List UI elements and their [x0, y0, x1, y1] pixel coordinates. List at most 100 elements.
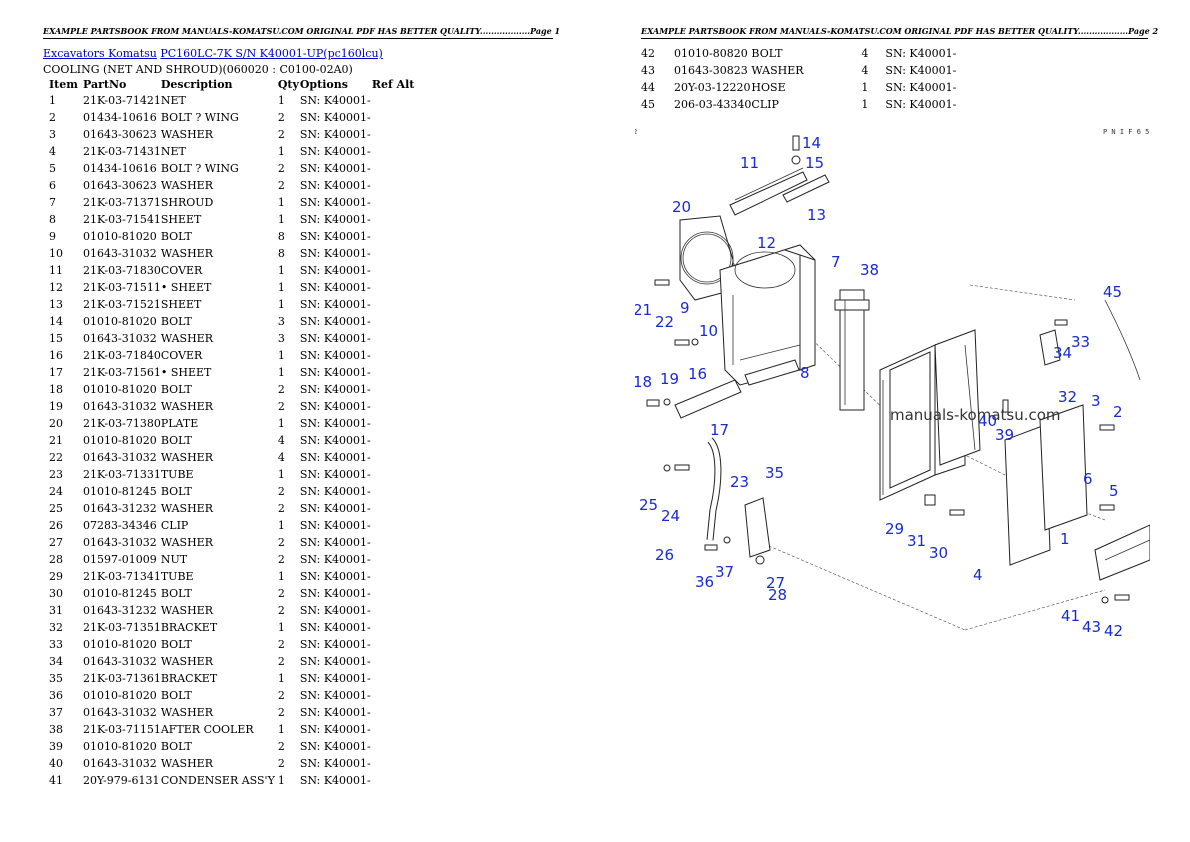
- part-quantity: 1: [277, 196, 285, 209]
- plate-20: [679, 215, 734, 301]
- part-number: 21K-03-71351: [83, 621, 161, 634]
- part-ref-alt: [372, 466, 415, 483]
- part-description: BOLT: [160, 434, 192, 447]
- part-description: SHEET: [160, 213, 202, 226]
- callout-42: 42: [1104, 622, 1123, 640]
- item-number: 18: [49, 383, 63, 396]
- part-options: SN: K40001-: [299, 128, 371, 141]
- part-description: CONDENSER ASS'Y: [160, 774, 275, 787]
- item-number: 39: [49, 740, 63, 753]
- part-options: SN: K40001-: [299, 451, 371, 464]
- breadcrumb: Excavators Komatsu PC160LC-7K S/N K40001…: [43, 47, 383, 60]
- part-options: SN: K40001-: [299, 111, 371, 124]
- part-number: 21K-03-71840: [83, 349, 161, 362]
- callout-31: 31: [907, 532, 926, 550]
- part-quantity: 2: [277, 587, 285, 600]
- item-number: 20: [49, 417, 63, 430]
- parts-table: Item PartNo Description Qty Options Ref …: [43, 76, 414, 789]
- part-description: WASHER: [160, 179, 213, 192]
- item-number: 4: [49, 145, 56, 158]
- part-description: WASHER: [160, 451, 213, 464]
- item-number: 5: [49, 162, 56, 175]
- item-number: 13: [49, 298, 63, 311]
- part-quantity: 1: [277, 281, 285, 294]
- part-options: SN: K40001-: [299, 162, 371, 175]
- part-number: 21K-03-71151: [83, 723, 161, 736]
- column-header-description: Description: [160, 77, 233, 91]
- part-number: 01643-31032: [83, 400, 157, 413]
- part-description: BOLT: [160, 383, 192, 396]
- part-options: SN: K40001-: [885, 64, 957, 77]
- item-number: 31: [49, 604, 63, 617]
- part-options: SN: K40001-: [299, 689, 371, 702]
- part-number: 01643-31032: [83, 655, 157, 668]
- callout-21: 21: [635, 301, 652, 319]
- part-number: 20Y-979-6131: [83, 774, 160, 787]
- item-number: 36: [49, 689, 63, 702]
- radiator-core: [879, 329, 981, 501]
- part-options: SN: K40001-: [299, 638, 371, 651]
- part-description: WASHER: [160, 332, 213, 345]
- breadcrumb-link-model[interactable]: PC160LC-7K S/N K40001-UP(pc160lcu): [160, 47, 383, 60]
- part-quantity: 4: [861, 64, 869, 77]
- part-options: SN: K40001-: [299, 332, 371, 345]
- part-description: SHROUD: [160, 196, 214, 209]
- callout-18: 18: [635, 373, 652, 391]
- part-ref-alt: [372, 313, 415, 330]
- part-options: SN: K40001-: [299, 366, 371, 379]
- part-description: CLIP: [751, 98, 779, 111]
- part-number: 01010-81020: [83, 230, 157, 243]
- part-options: SN: K40001-: [299, 757, 371, 770]
- part-quantity: 1: [277, 570, 285, 583]
- part-options: SN: K40001-: [299, 298, 371, 311]
- breadcrumb-link-category[interactable]: Excavators Komatsu: [43, 47, 157, 60]
- part-number: 21K-03-71371: [83, 196, 161, 209]
- part-description: COVER: [160, 264, 203, 277]
- part-ref-alt: [957, 62, 997, 79]
- item-number: 32: [49, 621, 63, 634]
- part-number: 21K-03-71431: [83, 145, 161, 158]
- part-ref-alt: [372, 449, 415, 466]
- parts-page-1: EXAMPLE PARTSBOOK FROM MANUALS-KOMATSU.C…: [43, 26, 560, 789]
- item-number: 42: [641, 47, 655, 60]
- part-options: SN: K40001-: [299, 570, 371, 583]
- callout-6: 6: [1083, 470, 1093, 488]
- part-description: TUBE: [160, 570, 194, 583]
- part-options: SN: K40001-: [299, 774, 371, 787]
- part-quantity: 2: [277, 655, 285, 668]
- part-options: SN: K40001-: [299, 740, 371, 753]
- part-description: WASHER: [160, 604, 213, 617]
- part-options: SN: K40001-: [299, 179, 371, 192]
- part-number: 01010-80820: [674, 47, 748, 60]
- part-quantity: 2: [277, 111, 285, 124]
- item-number: 14: [49, 315, 63, 328]
- parts-page-2: EXAMPLE PARTSBOOK FROM MANUALS-KOMATSU.C…: [595, 0, 1190, 842]
- part-options: SN: K40001-: [299, 417, 371, 430]
- callout-29: 29: [885, 520, 904, 538]
- part-number: 01010-81245: [83, 587, 157, 600]
- part-quantity: 4: [277, 451, 285, 464]
- callout-24: 24: [661, 507, 680, 525]
- part-ref-alt: [372, 602, 415, 619]
- part-options: SN: K40001-: [299, 502, 371, 515]
- part-options: SN: K40001-: [299, 723, 371, 736]
- part-description: • SHEET: [160, 366, 212, 379]
- part-number: 01597-01009: [83, 553, 157, 566]
- after-cooler-38: [834, 289, 870, 411]
- item-number: 26: [49, 519, 63, 532]
- part-quantity: 1: [861, 98, 869, 111]
